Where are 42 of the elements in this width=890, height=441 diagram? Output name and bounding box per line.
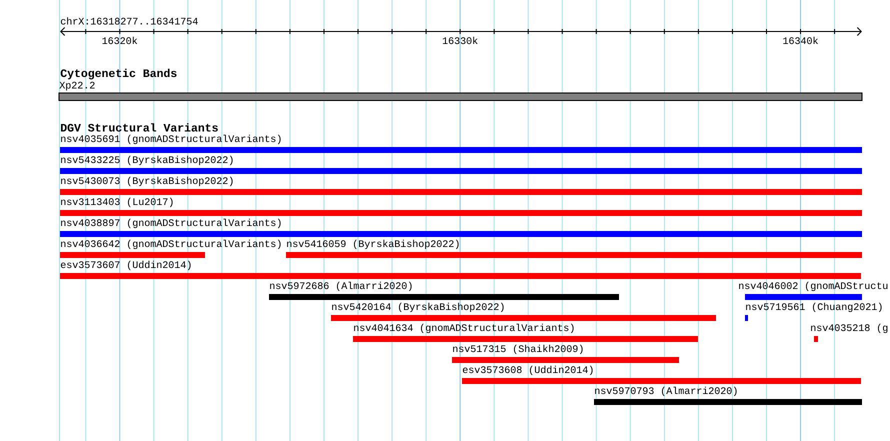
variant-bar: nsv5420164 (ByrskaBishop2022) bbox=[331, 302, 716, 321]
node-label: nsv4041634 (gnomADStructuralVariants) bbox=[354, 324, 574, 334]
variant-bar: nsv5970793 (Almarri2020) bbox=[594, 386, 862, 405]
variant-bar: nsv5972686 (Almarri2020) bbox=[269, 282, 619, 300]
variant-bar: nsv5719561 (Chuang2021) bbox=[745, 302, 882, 321]
node-label: nsv5433225 (ByrskaBishop2022) bbox=[61, 156, 233, 166]
node-label: nsv517315 (Shaikh2009) bbox=[453, 344, 583, 354]
node-label: esv3573607 (Uddin2014) bbox=[60, 260, 191, 270]
locus-label: chrX:16318277..16341754 bbox=[60, 17, 198, 25]
variant-bar: nsv4035691 (gnomADStructuralVariants) bbox=[60, 134, 862, 153]
node-label: Xp22.2 bbox=[59, 82, 95, 91]
variant-bar: nsv5416059 (ByrskaBishop2022) bbox=[286, 240, 862, 258]
node-label: nsv4046002 (gnomADStructu bbox=[739, 282, 888, 292]
tick-label: 16340k bbox=[783, 36, 818, 44]
node-label: nsv5972686 (Almarri2020) bbox=[270, 282, 412, 292]
node-label: nsv3113403 (Lu2017) bbox=[61, 198, 173, 208]
node-label: nsv4035218 (g bbox=[811, 324, 888, 334]
node-label: nsv4038897 (gnomADStructuralVariants) bbox=[61, 218, 281, 228]
node-label: nsv5719561 (Chuang2021) bbox=[746, 302, 882, 312]
variant-bar: nsv5430073 (ByrskaBishop2022) bbox=[60, 176, 862, 195]
variant-bar: nsv4035218 (g bbox=[811, 324, 888, 342]
track-title: DGV Structural Variants bbox=[61, 123, 218, 132]
variant-bar: esv3573607 (Uddin2014) bbox=[60, 260, 861, 279]
variant-bar: nsv5433225 (ByrskaBishop2022) bbox=[60, 156, 862, 174]
node-label: nsv5430073 (ByrskaBishop2022) bbox=[61, 176, 233, 186]
node-label: nsv5420164 (ByrskaBishop2022) bbox=[332, 302, 504, 312]
node-label: nsv4036642 (gnomADStructuralVariants) bbox=[61, 240, 281, 250]
variant-bar: nsv4041634 (gnomADStructuralVariants) bbox=[353, 324, 698, 342]
cytoband-bar: Xp22.2 bbox=[58, 82, 862, 101]
node-label: nsv5970793 (Almarri2020) bbox=[595, 386, 737, 396]
variant-bar: nsv4038897 (gnomADStructuralVariants) bbox=[60, 218, 862, 237]
variant-bar: nsv4036642 (gnomADStructuralVariants) bbox=[60, 240, 281, 258]
variant-bar: nsv3113403 (Lu2017) bbox=[60, 198, 862, 216]
node-label: nsv5416059 (ByrskaBishop2022) bbox=[287, 240, 459, 250]
node-label: esv3573608 (Uddin2014) bbox=[462, 366, 593, 376]
tick-label: 16320k bbox=[102, 36, 138, 44]
node-label: nsv4035691 (gnomADStructuralVariants) bbox=[61, 134, 281, 144]
tick-label: 16330k bbox=[442, 36, 478, 44]
track-title: Cytogenetic Bands bbox=[60, 68, 177, 80]
variant-bar: nsv517315 (Shaikh2009) bbox=[452, 344, 679, 363]
variant-bar: esv3573608 (Uddin2014) bbox=[462, 366, 861, 384]
variant-bar: nsv4046002 (gnomADStructu bbox=[739, 282, 888, 300]
